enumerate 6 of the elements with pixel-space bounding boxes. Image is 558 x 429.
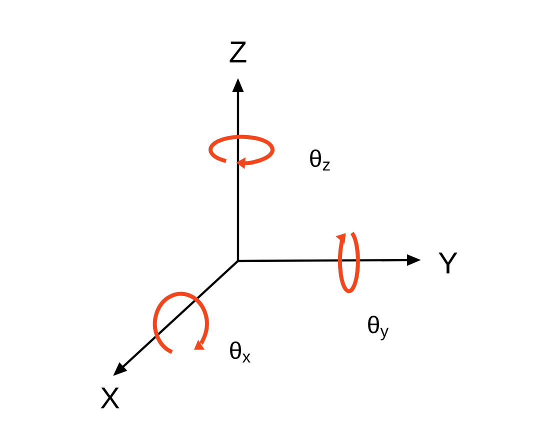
- rotation-label: θ$_{z}$: [310, 149, 330, 171]
- rotation-label: θ$_{y}$: [368, 316, 389, 340]
- axis-label: X: [100, 388, 120, 408]
- rotation-label: θ$_{x}$: [230, 341, 250, 363]
- axis-label: Y: [438, 252, 458, 274]
- axis-label: Z: [230, 42, 246, 62]
